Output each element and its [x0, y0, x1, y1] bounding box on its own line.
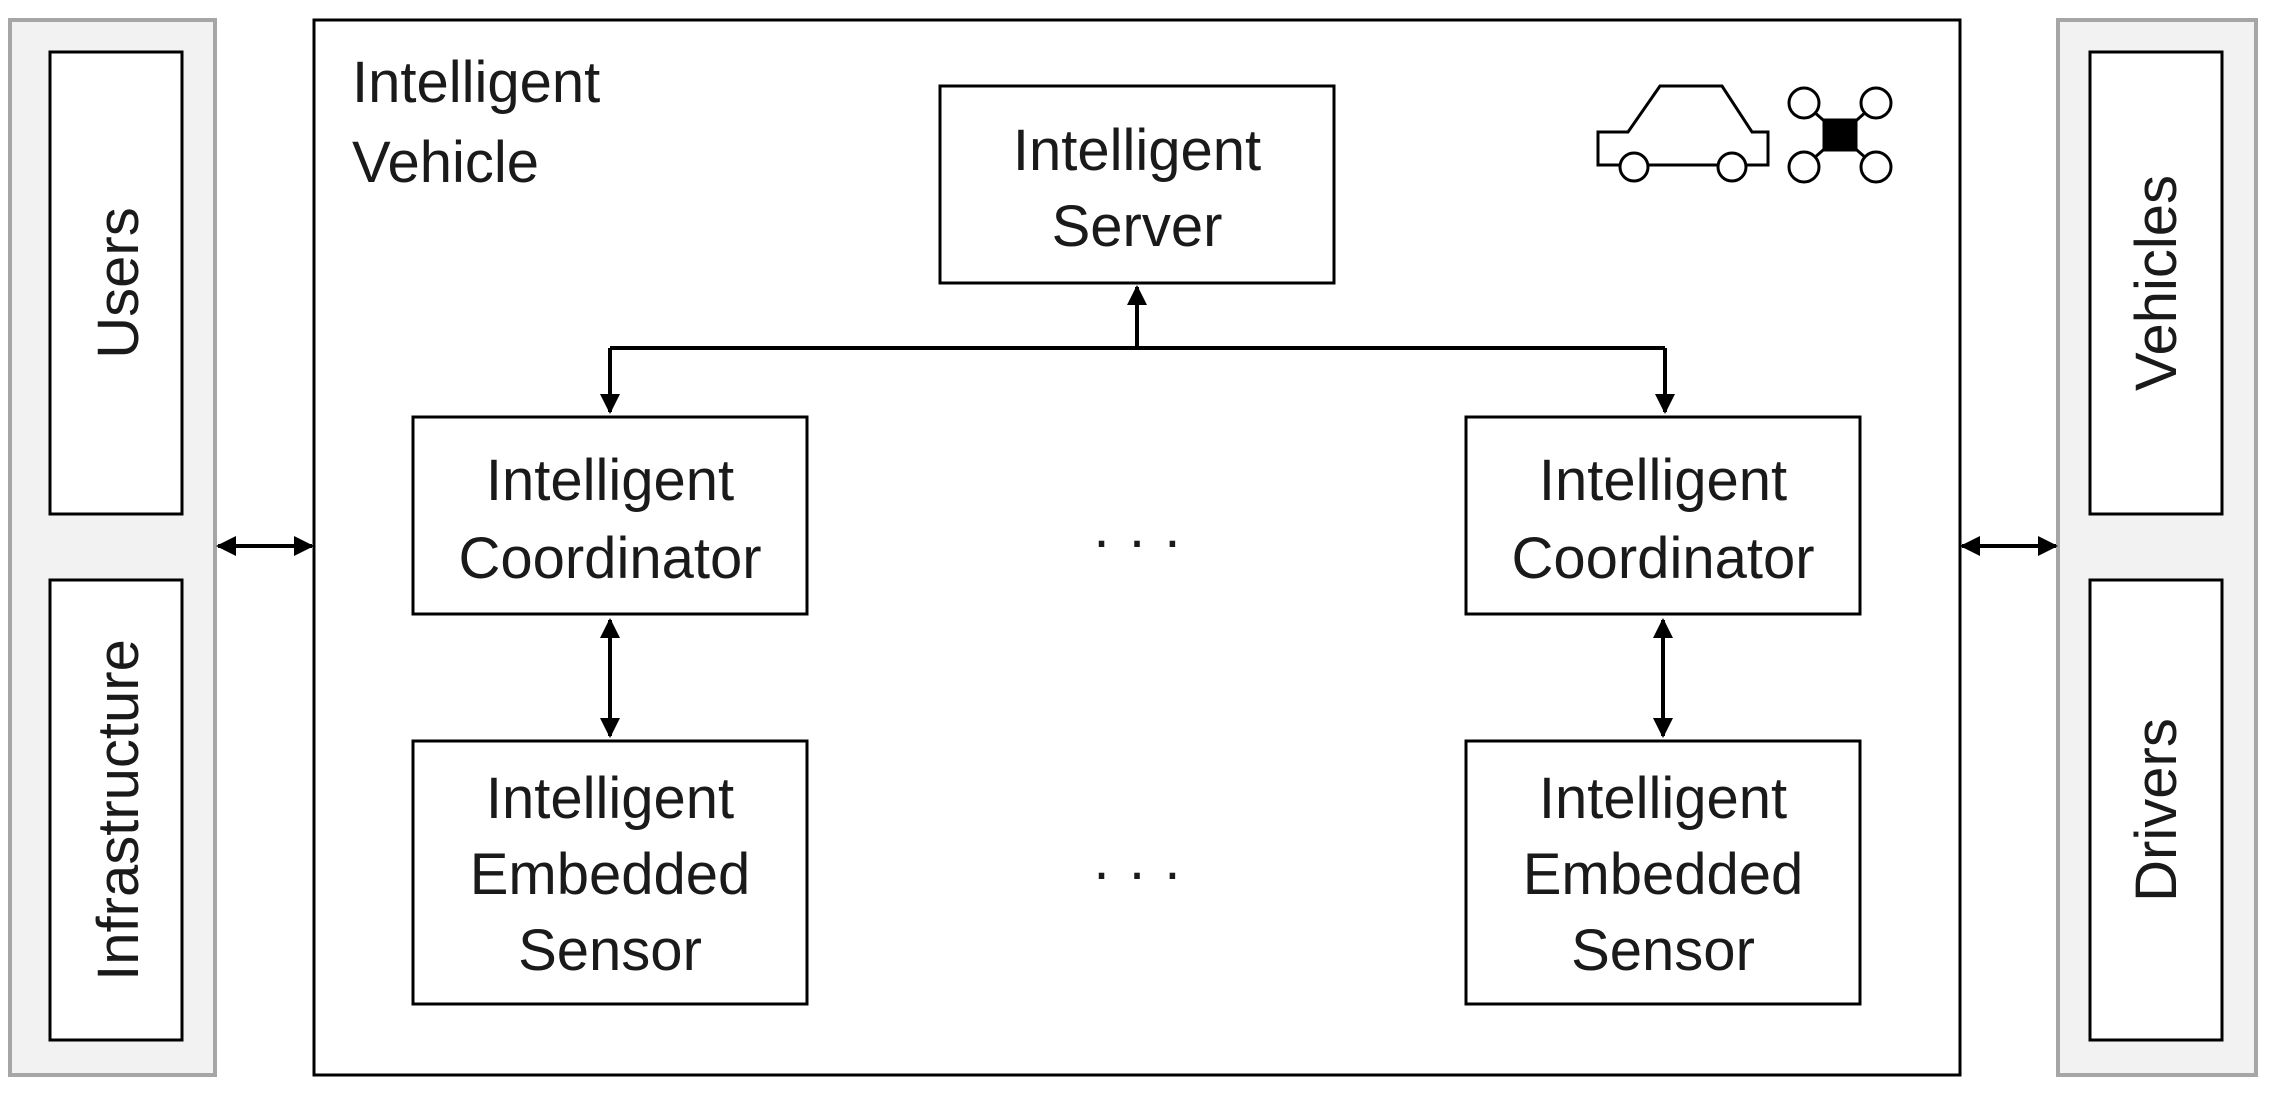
vehicles-label: Vehicles	[2124, 175, 2189, 391]
left-panel: Users Infrastructure	[8, 18, 217, 1077]
vehicle-title-line1: Intelligent	[352, 50, 600, 115]
intelligent-server-box: Intelligent Server	[938, 84, 1336, 285]
sensor-left-line3: Sensor	[518, 918, 702, 983]
intelligent-sensor-left: Intelligent Embedded Sensor	[411, 739, 809, 1006]
intelligent-coordinator-right: Intelligent Coordinator	[1464, 415, 1862, 616]
infrastructure-label: Infrastructure	[86, 639, 151, 981]
vehicles-box	[2088, 50, 2224, 516]
drivers-label: Drivers	[2124, 718, 2189, 902]
drivers-box	[2088, 578, 2224, 1042]
server-line2: Server	[1052, 194, 1223, 259]
sensor-left-line1: Intelligent	[486, 766, 734, 831]
sensor-right-line1: Intelligent	[1539, 766, 1787, 831]
coordinator-right-line2: Coordinator	[1511, 526, 1814, 591]
users-box	[48, 50, 184, 516]
sensors-ellipsis: · · ·	[1092, 840, 1182, 905]
intelligent-coordinator-left: Intelligent Coordinator	[411, 415, 809, 616]
drone-icon	[1787, 86, 1893, 184]
infrastructure-box	[48, 578, 184, 1042]
coordinator-right-line1: Intelligent	[1539, 448, 1787, 513]
sensor-right-line3: Sensor	[1571, 918, 1755, 983]
coordinator-left-line1: Intelligent	[486, 448, 734, 513]
vehicle-title-line2: Vehicle	[352, 130, 539, 195]
sensor-left-line2: Embedded	[470, 842, 751, 907]
intelligent-sensor-right: Intelligent Embedded Sensor	[1464, 739, 1862, 1006]
server-connector	[600, 285, 1675, 414]
car-icon	[1596, 84, 1770, 183]
users-label: Users	[86, 207, 151, 358]
server-line1: Intelligent	[1013, 118, 1261, 183]
right-panel: Vehicles Drivers	[2056, 18, 2258, 1077]
sensor-right-line2: Embedded	[1523, 842, 1804, 907]
coordinators-ellipsis: · · ·	[1092, 508, 1182, 573]
coordinator-left-line2: Coordinator	[458, 526, 761, 591]
